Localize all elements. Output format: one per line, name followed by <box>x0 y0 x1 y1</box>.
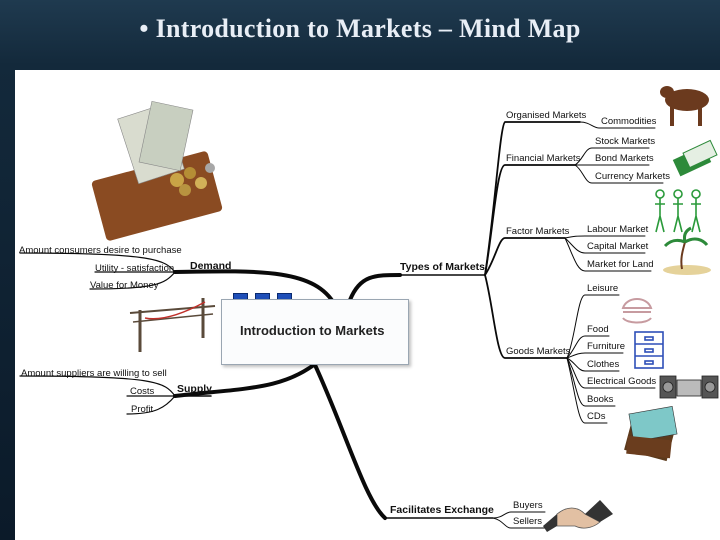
currency-markets-label: Currency Markets <box>595 171 670 182</box>
books-label: Books <box>587 394 614 405</box>
exchange-trunk <box>313 363 387 520</box>
commodities-label: Commodities <box>601 116 657 127</box>
wallet-icon <box>91 100 223 241</box>
supply-item-2: Costs <box>130 386 155 397</box>
organised-markets-label: Organised Markets <box>506 110 587 121</box>
stock-markets-label: Stock Markets <box>595 136 656 147</box>
market-for-land-label: Market for Land <box>587 259 654 270</box>
demand-item-1: Amount consumers desire to purchase <box>19 245 182 256</box>
food-label: Food <box>587 324 609 335</box>
books-icon <box>624 406 678 462</box>
types-trunk <box>348 273 402 302</box>
factor-markets-label: Factor Markets <box>506 226 570 237</box>
buyers-label: Buyers <box>513 500 543 511</box>
graph-icon <box>129 298 216 352</box>
leisure-label: Leisure <box>587 283 619 294</box>
supply-item-1: Amount suppliers are willing to sell <box>21 368 167 379</box>
exchange-label: Facilitates Exchange <box>390 504 494 516</box>
supply-label: Supply <box>177 383 213 395</box>
goods-markets-label: Goods Markets <box>506 346 571 357</box>
bond-markets-label: Bond Markets <box>595 153 654 164</box>
palm-island-icon <box>663 226 711 275</box>
clothes-label: Clothes <box>587 359 620 370</box>
central-topic-label: Introduction to Markets <box>240 323 385 338</box>
financial-markets-label: Financial Markets <box>506 153 581 164</box>
demand-label: Demand <box>190 260 232 272</box>
labour-market-label: Labour Market <box>587 224 649 235</box>
central-topic: Introduction to Markets <box>221 299 409 365</box>
furniture-label: Furniture <box>587 341 626 352</box>
supply-trunk <box>173 358 322 398</box>
handshake-icon <box>543 500 613 532</box>
cow-icon <box>660 86 709 126</box>
stereo-icon <box>659 375 719 399</box>
mind-map-branches <box>19 86 719 532</box>
capital-market-label: Capital Market <box>587 241 649 252</box>
cds-label: CDs <box>587 411 606 422</box>
demand-item-2: Utility - satisfaction <box>95 263 175 274</box>
mind-map-panel: Amount consumers desire to purchase Util… <box>15 70 720 540</box>
workers-icon <box>655 189 701 233</box>
sellers-label: Sellers <box>513 516 543 527</box>
demand-item-3: Value for Money <box>90 280 159 291</box>
cabinet-icon <box>634 331 664 369</box>
electrical-goods-label: Electrical Goods <box>587 376 657 387</box>
slide-title: • Introduction to Markets – Mind Map <box>139 14 581 43</box>
money-icon <box>672 139 718 177</box>
burger-icon <box>621 298 653 324</box>
types-label: Types of Markets <box>400 261 485 273</box>
supply-item-3: Profit <box>131 404 154 415</box>
